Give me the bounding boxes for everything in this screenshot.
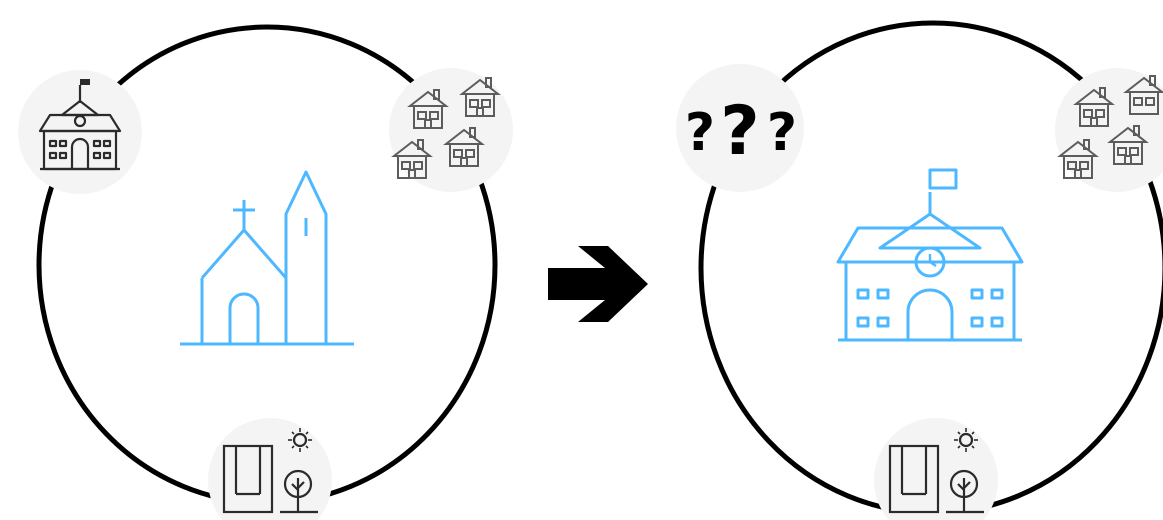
before-playground-badge bbox=[208, 418, 332, 520]
church-icon bbox=[180, 170, 354, 346]
question-mark-3: ? bbox=[767, 103, 797, 163]
right-arrow-icon bbox=[548, 246, 648, 322]
question-mark-1: ? bbox=[685, 103, 715, 163]
playground-icon bbox=[222, 428, 318, 514]
before-houses-badge bbox=[389, 68, 513, 192]
school-icon bbox=[38, 79, 122, 171]
houses-icon bbox=[1057, 75, 1163, 179]
school-icon bbox=[836, 168, 1024, 342]
after-unknown-badge: ? ? ? bbox=[676, 64, 804, 192]
after-houses-badge bbox=[1055, 68, 1163, 192]
before-diagram bbox=[18, 24, 513, 520]
before-school-badge bbox=[18, 70, 142, 194]
playground-icon bbox=[888, 428, 984, 514]
question-mark-2: ? bbox=[720, 92, 759, 171]
after-diagram: ? ? ? bbox=[676, 20, 1163, 520]
after-playground-badge bbox=[874, 418, 998, 520]
question-marks-icon: ? ? ? bbox=[685, 92, 797, 171]
houses-icon bbox=[391, 77, 501, 179]
